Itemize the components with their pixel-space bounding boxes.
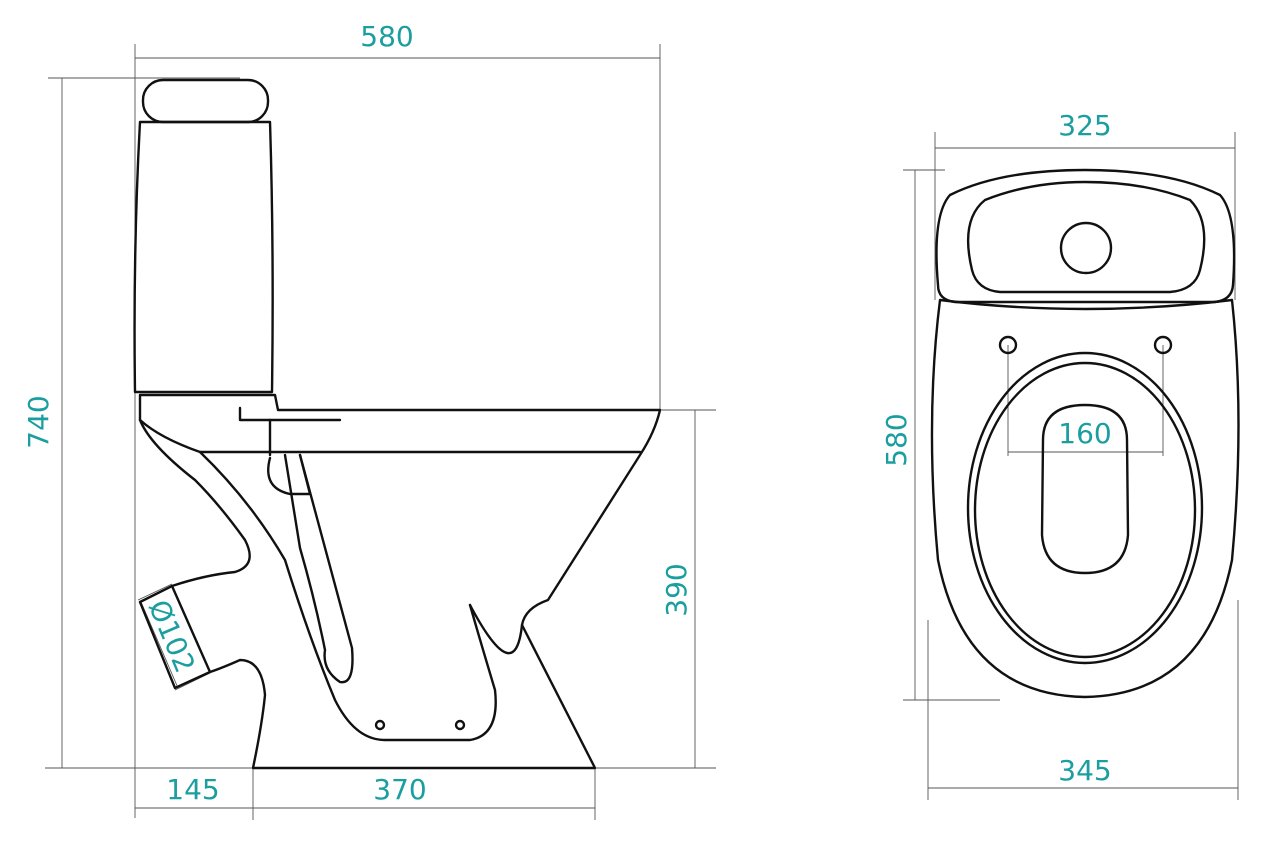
bolt-hole	[454, 719, 466, 731]
bowl-outline	[930, 298, 1240, 699]
flush-button	[1059, 221, 1113, 275]
toilet-top-view	[930, 168, 1240, 699]
bowl-height-label: 390	[660, 563, 693, 616]
bowl-width-label: 345	[1058, 754, 1111, 787]
depth-label: 580	[880, 413, 913, 466]
toilet-side-view	[133, 78, 662, 770]
outlet-diameter-label: Ø102	[142, 595, 202, 677]
bolt-hole	[374, 719, 386, 731]
bolt-hole-right	[1153, 335, 1173, 355]
tank-lid-top	[966, 180, 1206, 294]
tank-lid	[141, 78, 270, 124]
seat-outer	[966, 351, 1204, 665]
top-dimension-lines	[903, 132, 1239, 800]
base-length-label: 370	[373, 773, 426, 806]
seat-inner	[973, 361, 1197, 659]
tank-top	[935, 168, 1236, 304]
bowl-opening	[1040, 403, 1130, 575]
bolt-hole-left	[998, 335, 1018, 355]
height-label: 740	[22, 395, 55, 448]
outlet-offset-label: 145	[166, 773, 219, 806]
tank-width-label: 325	[1058, 109, 1111, 142]
bolt-spacing-label: 160	[1058, 417, 1111, 450]
tank	[133, 120, 274, 394]
width-label: 580	[360, 20, 413, 53]
